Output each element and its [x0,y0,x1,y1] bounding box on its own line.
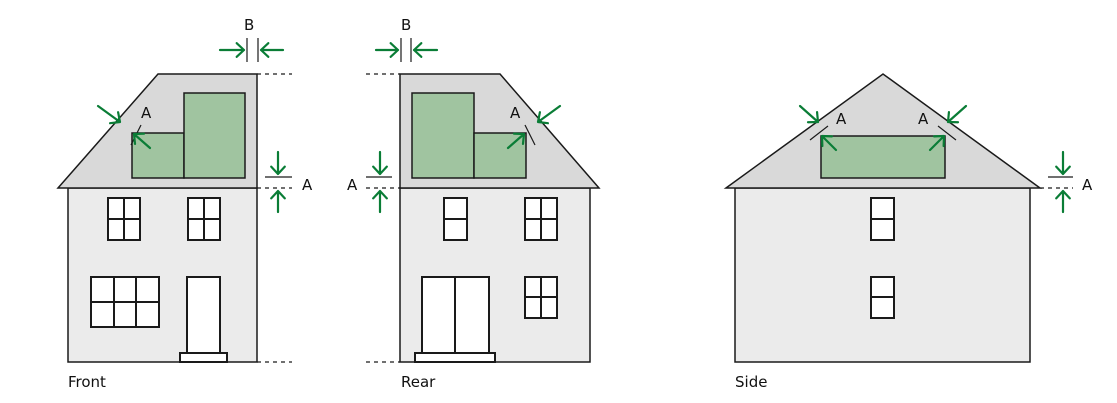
label-a: A [347,176,358,194]
side-window [870,276,895,319]
green-dimension-arrow-icon [412,42,439,58]
label-a: A [918,110,929,128]
green-dimension-arrow-icon [798,104,820,124]
rear-step [414,352,496,363]
side-window [870,197,895,241]
rear-elevation: B A A Rear [347,16,601,391]
green-dimension-arrow-icon [820,134,838,152]
green-dimension-arrow-icon [536,104,562,125]
green-dimension-arrow-icon [270,150,286,176]
green-dimension-arrow-icon [928,134,946,152]
side-dormer [820,135,946,179]
front-door [186,276,221,354]
side-roof [723,73,1043,189]
front-bay-window [90,276,160,328]
label-b: B [401,16,411,34]
label-a: A [141,104,152,122]
label-b: B [244,16,254,34]
front-window [187,197,221,241]
green-dimension-arrow-icon [372,189,388,214]
green-dimension-arrow-icon [270,189,286,214]
front-large-dormer [183,92,246,179]
rear-window [524,197,558,241]
label-a: A [836,110,847,128]
front-step [179,352,228,363]
front-wall [67,187,258,363]
front-elevation: B A A Front [56,16,313,391]
green-dimension-arrow-icon [132,132,152,150]
green-dimension-arrow-icon [1055,150,1071,176]
green-dimension-arrow-icon [506,132,526,150]
green-dimension-arrow-icon [372,150,388,176]
green-dimension-arrow-icon [946,104,968,124]
side-elevation: A A A Side [723,73,1093,391]
caption-rear: Rear [401,373,436,391]
rear-window [524,276,558,319]
green-dimension-arrow-icon [96,104,122,125]
label-a: A [302,176,313,194]
caption-front: Front [68,373,106,391]
front-window [107,197,141,241]
rear-large-dormer [411,92,475,179]
green-dimension-arrow-icon [259,42,285,58]
green-dimension-arrow-icon [374,42,400,58]
rear-window [443,197,468,241]
dimension-arrows [96,42,1071,214]
label-a: A [510,104,521,122]
green-dimension-arrow-icon [1055,189,1071,214]
green-dimension-arrow-icon [218,42,246,58]
caption-side: Side [735,373,767,391]
label-a: A [1082,176,1093,194]
rear-double-door [421,276,490,354]
